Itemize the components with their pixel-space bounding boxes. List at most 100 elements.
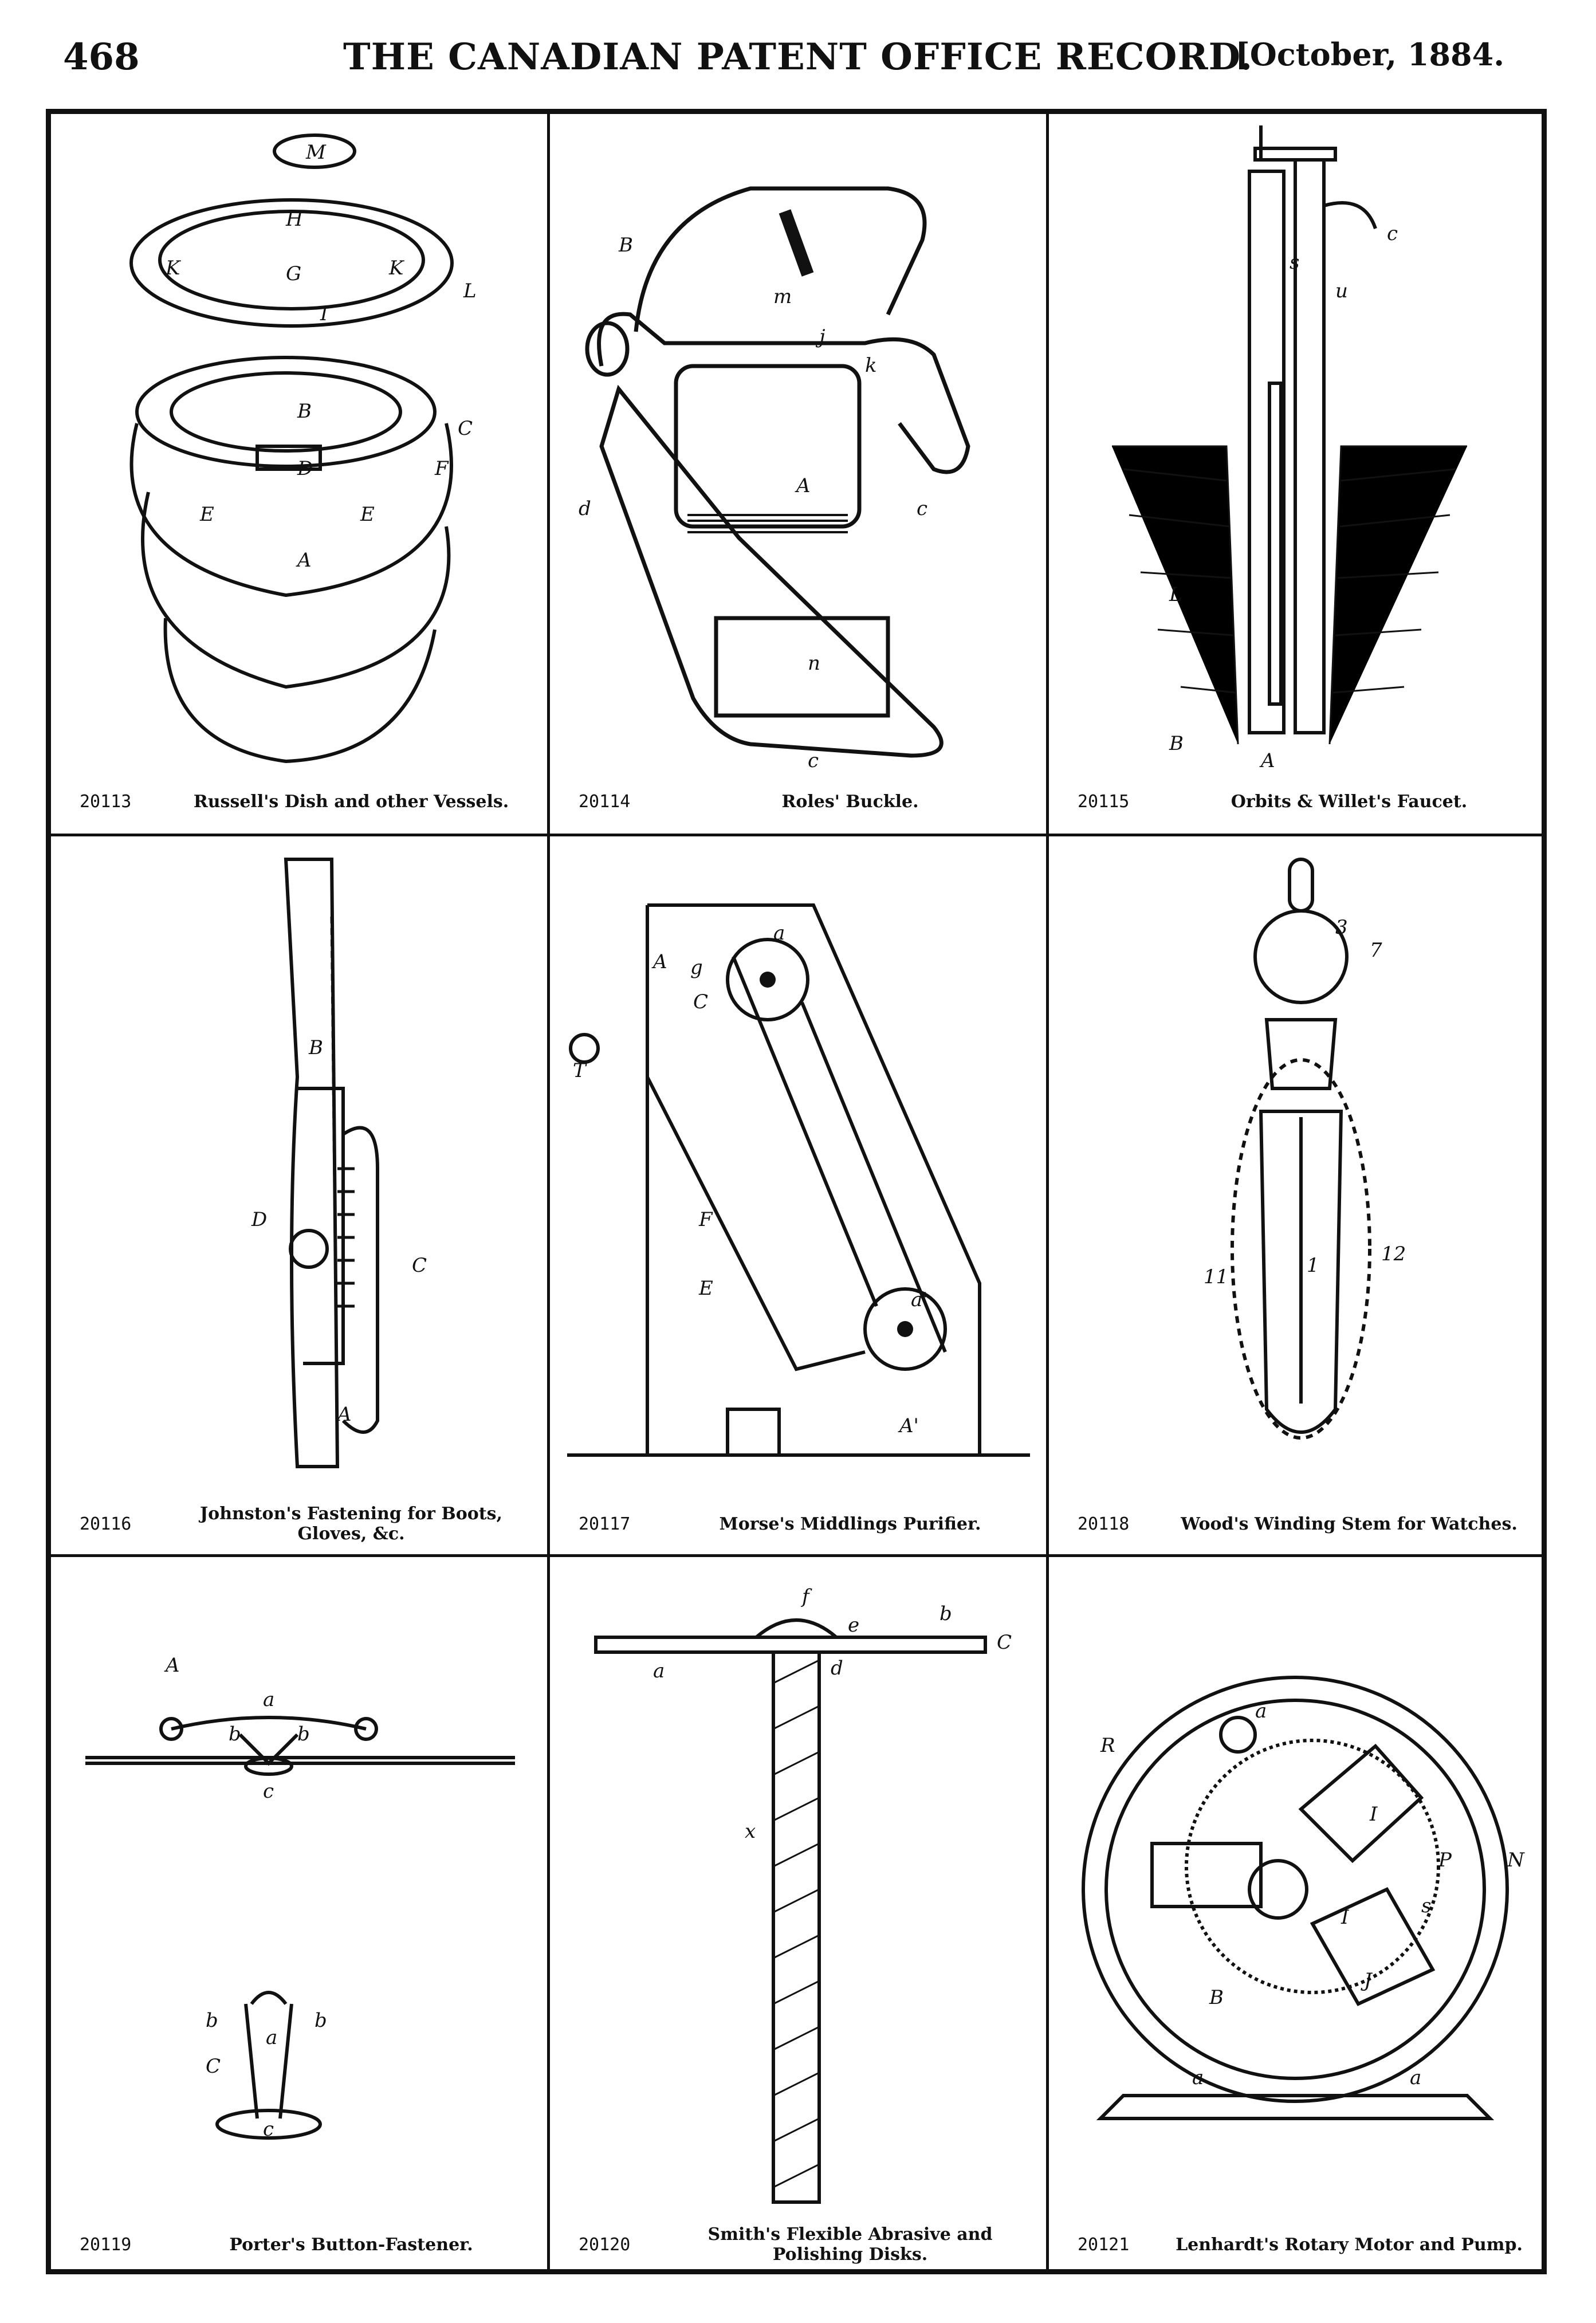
label-L: L xyxy=(1169,583,1182,606)
figure-cell-20116: B D C A 20116 Johnston's Fastening for B… xyxy=(51,836,548,1557)
patent-number: 20118 xyxy=(1078,1514,1130,1534)
winding-stem-illustration: 3 7 11 12 1 xyxy=(1204,858,1406,1440)
label-s: s xyxy=(1290,251,1299,274)
label-A: A xyxy=(164,1654,180,1677)
polishing-disk-illustration: f e b C a d x xyxy=(594,1585,1012,2204)
journal-title: THE CANADIAN PATENT OFFICE RECORD. xyxy=(343,36,1253,78)
grid-divider-vertical xyxy=(547,114,550,2269)
label-c: c xyxy=(263,2118,274,2141)
label-12: 12 xyxy=(1381,1243,1406,1265)
label-m: m xyxy=(773,285,792,308)
label-K: K xyxy=(388,257,405,280)
figure-caption: 20116 Johnston's Fastening for Boots, Gl… xyxy=(80,1504,537,1544)
label-G: G xyxy=(286,262,301,285)
label-C: C xyxy=(997,1631,1012,1654)
patent-title: Lenhardt's Rotary Motor and Pump. xyxy=(1176,2234,1523,2255)
figure-caption: 20114 Roles' Buckle. xyxy=(579,784,1036,819)
label-g: g xyxy=(690,956,703,979)
grid-divider-horizontal xyxy=(51,1554,1542,1557)
label-R: R xyxy=(1100,1734,1115,1757)
label-P: P xyxy=(1438,1849,1452,1872)
label-B: B xyxy=(1169,732,1184,755)
label-u: u xyxy=(1335,280,1348,302)
rotary-motor-illustration: R a N I P I s J B a a xyxy=(1082,1676,1525,2120)
label-I: I xyxy=(320,302,328,325)
dish-illustration: M H K G K L I B C D E F E A xyxy=(129,133,477,764)
label-A: A xyxy=(651,950,667,973)
figure-cell-20113: M H K G K L I B C D E F E A 20113 Russel… xyxy=(51,114,548,835)
figure-caption: 20118 Wood's Winding Stem for Watches. xyxy=(1078,1507,1535,1541)
label-A: A xyxy=(1259,749,1275,772)
patent-title: Roles' Buckle. xyxy=(781,791,919,812)
label-H: H xyxy=(285,208,304,231)
label-B: B xyxy=(618,234,633,257)
patent-number: 20114 xyxy=(579,791,631,812)
label-b: b xyxy=(229,1723,241,1746)
patent-number: 20113 xyxy=(80,791,132,812)
patent-title: Porter's Button-Fastener. xyxy=(229,2234,473,2255)
label-1: 1 xyxy=(1307,1254,1319,1277)
label-I: I xyxy=(1369,1803,1378,1826)
button-fastener-illustration: A a b b c b a b C c xyxy=(85,1654,515,2141)
label-d: d xyxy=(831,1657,843,1680)
label-7: 7 xyxy=(1370,939,1382,962)
label-F: F xyxy=(434,457,449,480)
patent-number: 20120 xyxy=(579,2234,631,2255)
figure-caption: 20120 Smith's Flexible Abrasive and Poli… xyxy=(579,2224,1036,2265)
label-C: C xyxy=(206,2055,221,2078)
label-k: k xyxy=(865,354,877,377)
patent-plate-grid: M H K G K L I B C D E F E A 20113 Russel… xyxy=(46,109,1547,2274)
label-3: 3 xyxy=(1335,916,1348,939)
label-b: b xyxy=(315,2009,327,2032)
label-a: a xyxy=(263,1688,274,1711)
label-c: c xyxy=(1387,222,1398,245)
label-b: b xyxy=(206,2009,218,2032)
figure-cell-20114: B m j k A c d n c 20114 Roles' Buckle. xyxy=(550,114,1047,835)
figure-cell-20119: A a b b c b a b C c 20119 Porter's Butto… xyxy=(51,1557,548,2278)
label-a: a xyxy=(266,2026,277,2049)
patent-title: Smith's Flexible Abrasive and Polishing … xyxy=(707,2224,993,2265)
label-c: c xyxy=(263,1780,274,1803)
figure-cell-20117: a g C A T a' F E A' 20117 Morse's Middli… xyxy=(550,836,1047,1557)
label-a: a xyxy=(1255,1700,1267,1723)
figure-cell-20115: c s u L B A 20115 Orbits & Willet's Fauc… xyxy=(1049,114,1546,835)
grid-divider-vertical xyxy=(1046,114,1049,2269)
label-F: F xyxy=(698,1208,713,1231)
buckle-illustration: B m j k A c d n c xyxy=(579,186,970,772)
label-a-prime: a' xyxy=(911,1288,928,1311)
patent-number: 20121 xyxy=(1078,2234,1130,2255)
figure-caption: 20119 Porter's Button-Fastener. xyxy=(80,2227,537,2262)
label-B: B xyxy=(297,400,312,423)
label-J: J xyxy=(1361,1969,1373,1992)
label-a: a xyxy=(1410,2066,1421,2089)
label-a: a xyxy=(773,922,785,945)
patent-number: 20119 xyxy=(80,2234,132,2255)
label-n: n xyxy=(808,652,820,675)
label-e: e xyxy=(848,1614,859,1637)
faucet-illustration: c s u L B A xyxy=(1112,125,1467,772)
patent-title: Wood's Winding Stem for Watches. xyxy=(1181,1514,1518,1534)
page-number: 468 xyxy=(63,36,140,78)
label-M: M xyxy=(305,141,327,164)
label-D: D xyxy=(297,457,313,480)
purifier-illustration: a g C A T a' F E A' xyxy=(567,903,1030,1457)
label-A-prime: A' xyxy=(898,1414,919,1437)
figure-caption: 20113 Russell's Dish and other Vessels. xyxy=(80,784,537,819)
grid-divider-horizontal xyxy=(51,834,1542,836)
label-E: E xyxy=(199,503,214,526)
label-a: a xyxy=(653,1660,665,1683)
patent-number: 20115 xyxy=(1078,791,1130,812)
label-T: T xyxy=(573,1059,587,1082)
label-A: A xyxy=(296,549,312,572)
figure-cell-20120: f e b C a d x 20120 Smith's Flexible Abr… xyxy=(550,1557,1047,2278)
label-A: A xyxy=(795,474,811,497)
label-N: N xyxy=(1507,1849,1525,1872)
label-C: C xyxy=(693,990,708,1013)
label-c: c xyxy=(917,497,927,520)
label-c: c xyxy=(808,749,819,772)
label-d: d xyxy=(579,497,591,520)
label-11: 11 xyxy=(1204,1265,1228,1288)
patent-title: Morse's Middlings Purifier. xyxy=(719,1514,981,1534)
patent-number: 20117 xyxy=(579,1514,631,1534)
figure-caption: 20117 Morse's Middlings Purifier. xyxy=(579,1507,1036,1541)
